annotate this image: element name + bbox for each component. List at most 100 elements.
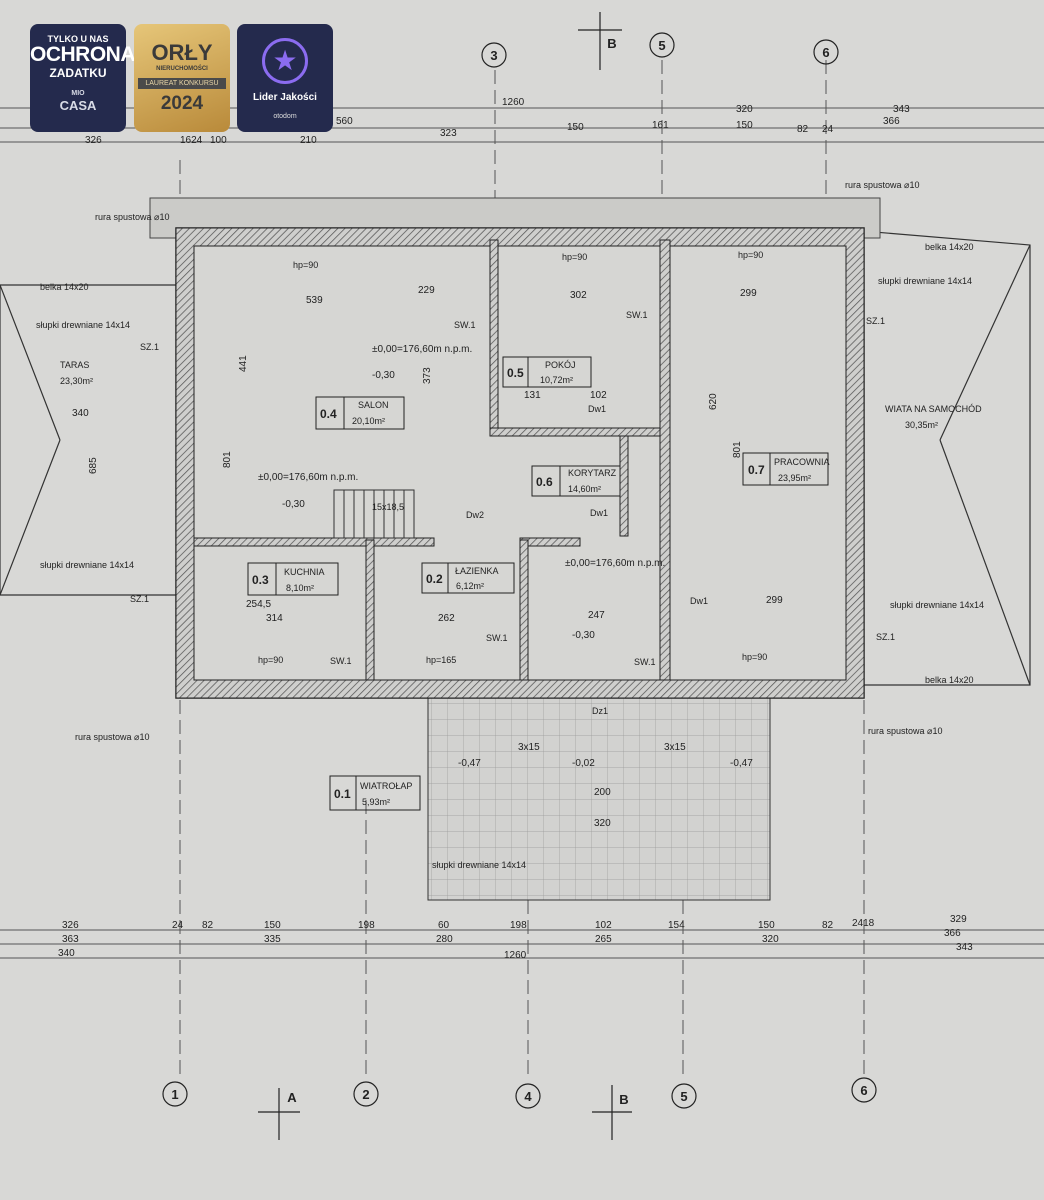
room-0.5-name: POKÓJ xyxy=(545,360,576,370)
sill-height: hp=165 xyxy=(426,655,456,665)
dim: 161 xyxy=(652,120,669,131)
dim: 363 xyxy=(62,934,79,945)
sill-height: hp=90 xyxy=(258,655,283,665)
orly-award-badge: ORŁY NIERUCHOMOŚCI LAUREAT KONKURSU 2024 xyxy=(134,24,230,132)
dim: 102 xyxy=(595,920,612,931)
carport-label: WIATA NA SAMOCHÓD xyxy=(885,404,982,414)
dim: 620 xyxy=(708,393,719,410)
sill-height: hp=90 xyxy=(562,252,587,262)
wall-tag: SZ.1 xyxy=(866,316,885,326)
wall-tag: SZ.1 xyxy=(876,632,895,642)
dim: 100 xyxy=(210,135,227,146)
dim: 302 xyxy=(570,290,587,301)
dim: 150 xyxy=(736,120,753,131)
dim: 150 xyxy=(264,920,281,931)
window-tag: SW.1 xyxy=(634,657,656,667)
axis-label: 1 xyxy=(171,1087,178,1102)
terrace-label: TARAS xyxy=(60,360,89,370)
room-0.3-area: 8,10m² xyxy=(286,583,314,593)
window-tag: SW.1 xyxy=(330,656,352,666)
terrace-area: 23,30m² xyxy=(60,376,93,386)
door-tag: Dz1 xyxy=(592,706,608,716)
dim: 801 xyxy=(732,441,743,458)
room-0.4-area: 20,10m² xyxy=(352,416,385,426)
room-0.4-name: SALON xyxy=(358,400,389,410)
axis-label: 6 xyxy=(860,1083,867,1098)
dim: 366 xyxy=(944,928,961,939)
level-drop: -0,02 xyxy=(572,758,595,769)
posts-note: słupki drewniane 14x14 xyxy=(432,860,526,870)
level-drop: -0,30 xyxy=(572,630,595,641)
axis-label: 3 xyxy=(490,48,497,63)
downpipe-note: rura spustowa ⌀10 xyxy=(75,732,149,742)
sill-height: hp=90 xyxy=(742,652,767,662)
dim: 254,5 xyxy=(246,599,271,610)
dim: 326 xyxy=(62,920,79,931)
quality-leader-badge: ★ Lider Jakości otodom xyxy=(237,24,333,132)
badge-text: TYLKO U NAS xyxy=(47,34,109,44)
entrance-paving xyxy=(427,689,771,901)
dim: 320 xyxy=(762,934,779,945)
badge-text: LAUREAT KONKURSU xyxy=(138,78,226,89)
room-0.1-number: 0.1 xyxy=(334,787,351,801)
room-0.7-name: PRACOWNIA xyxy=(774,457,830,467)
dim: 154 xyxy=(668,920,685,931)
room-0.2-area: 6,12m² xyxy=(456,581,484,591)
dim: 247 xyxy=(588,610,605,621)
room-0.2-number: 0.2 xyxy=(426,572,443,586)
dim: 198 xyxy=(510,920,527,931)
window-tag: SW.1 xyxy=(454,320,476,330)
dim: 801 xyxy=(222,451,233,468)
dim: 102 xyxy=(590,390,607,401)
stairs-note: 15x18,5 xyxy=(372,502,404,512)
room-0.3-number: 0.3 xyxy=(252,573,269,587)
axis-label: 5 xyxy=(658,38,665,53)
dim: 1260 xyxy=(502,97,525,108)
beam-note: belka 14x20 xyxy=(40,282,89,292)
door-tag: Dw1 xyxy=(588,404,606,414)
sill-height: hp=90 xyxy=(738,250,763,260)
dim: 82 xyxy=(202,920,214,931)
door-tag: Dw1 xyxy=(590,508,608,518)
dim: 3x15 xyxy=(664,742,686,753)
room-0.7-number: 0.7 xyxy=(748,463,765,477)
dim: 560 xyxy=(336,116,353,127)
dim: 343 xyxy=(956,942,973,953)
section-label: B xyxy=(607,36,616,51)
dim: 280 xyxy=(436,934,453,945)
level-note: ±0,00=176,60m n.p.m. xyxy=(258,472,358,483)
dim: 24 xyxy=(172,920,184,931)
level-drop: -0,30 xyxy=(372,370,395,381)
dim: 320 xyxy=(736,104,753,115)
dim: 82 xyxy=(822,920,834,931)
badge-title: OCHRONA xyxy=(30,43,136,66)
otodom-logo: otodom xyxy=(273,113,297,120)
dim: 326 xyxy=(85,135,102,146)
dim: 82 xyxy=(797,124,809,135)
room-0.5-number: 0.5 xyxy=(507,366,524,380)
dim: 539 xyxy=(306,295,323,306)
logo-text: MIO xyxy=(71,90,85,97)
level-note: ±0,00=176,60m n.p.m. xyxy=(372,344,472,355)
section-label: A xyxy=(287,1090,297,1105)
dim: 210 xyxy=(300,135,317,146)
room-0.6-number: 0.6 xyxy=(536,475,553,489)
room-0.6-name: KORYTARZ xyxy=(568,468,617,478)
door-tag: Dw2 xyxy=(466,510,484,520)
door-tag: Dw1 xyxy=(690,596,708,606)
level-drop: -0,47 xyxy=(730,758,753,769)
dim: 2418 xyxy=(852,918,875,929)
wall-tag: SZ.1 xyxy=(140,342,159,352)
axis-label: 5 xyxy=(680,1089,687,1104)
dim: 200 xyxy=(594,787,611,798)
room-0.6-area: 14,60m² xyxy=(568,484,601,494)
badge-text: NIERUCHOMOŚCI xyxy=(156,66,208,72)
dim: 366 xyxy=(883,116,900,127)
dim: 131 xyxy=(524,390,541,401)
dim: 343 xyxy=(893,104,910,115)
dim: 150 xyxy=(758,920,775,931)
section-label: B xyxy=(619,1092,628,1107)
